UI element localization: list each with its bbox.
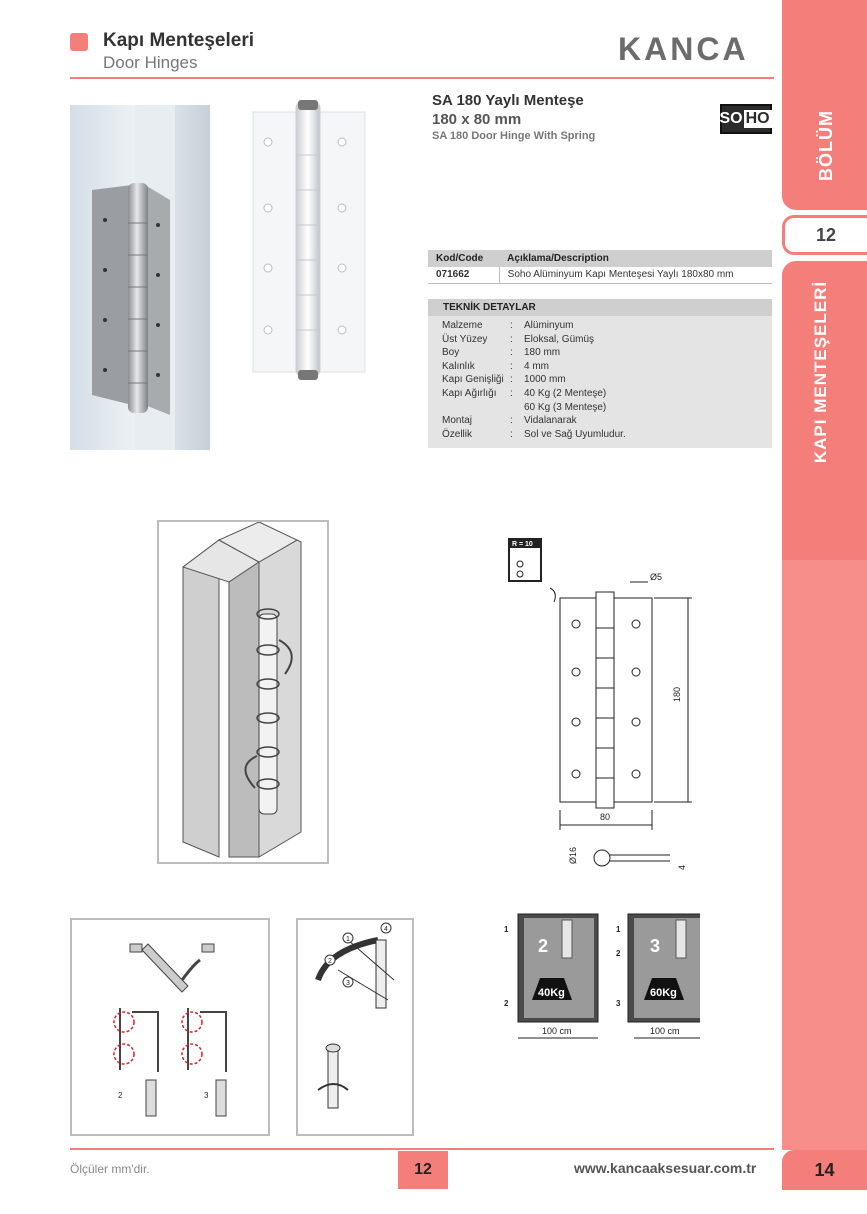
technical-details-panel: TEKNİK DETAYLAR Malzeme:Alüminyum Üst Yü… bbox=[428, 299, 772, 448]
door-1-marker-2: 2 bbox=[504, 999, 509, 1008]
step-2: 2 bbox=[328, 958, 332, 965]
thickness-dimension: 4 bbox=[677, 865, 687, 870]
sidebar-category-tab bbox=[782, 261, 867, 601]
tech-row: Boy:180 mm bbox=[442, 347, 561, 359]
product-description: Soho Alüminyum Kapı Menteşesi Yaylı 180x… bbox=[499, 267, 772, 284]
product-photo-mounted bbox=[70, 105, 210, 450]
product-code-table: Kod/Code Açıklama/Description 071662 Soh… bbox=[428, 250, 772, 284]
tech-row: Kapı Genişliği:1000 mm bbox=[442, 374, 566, 386]
footer-website-link[interactable]: www.kancaaksesuar.com.tr bbox=[574, 1160, 757, 1176]
door-1-weight: 40Kg bbox=[538, 987, 565, 999]
technical-drawing: R = 10 180 80 Ø5 Ø16 4 bbox=[508, 538, 692, 870]
pin-diameter: Ø5 bbox=[650, 572, 662, 582]
door-1-count: 2 bbox=[538, 936, 548, 956]
table-row: 071662 Soho Alüminyum Kapı Menteşesi Yay… bbox=[428, 267, 772, 284]
door-2-marker-2: 2 bbox=[616, 949, 621, 958]
door-1-marker-1: 1 bbox=[504, 925, 509, 934]
technical-details-title: TEKNİK DETAYLAR bbox=[428, 299, 772, 316]
product-name: SA 180 Yaylı Menteşe bbox=[432, 92, 584, 109]
install-label-3: 3 bbox=[204, 1091, 209, 1100]
step-1: 1 bbox=[346, 936, 350, 943]
door-2-weight: 60Kg bbox=[650, 987, 677, 999]
page-title: Kapı Menteşeleri bbox=[103, 30, 254, 51]
description-header: Açıklama/Description bbox=[499, 250, 772, 267]
sidebar-section-tab bbox=[782, 0, 867, 210]
product-photo-flat bbox=[252, 100, 366, 380]
tech-row: 60 Kg (3 Menteşe) bbox=[524, 401, 607, 413]
header-accent-square bbox=[70, 33, 88, 51]
installation-steps-illustration: 2 3 bbox=[113, 943, 227, 1117]
door-2-width: 100 cm bbox=[650, 1026, 680, 1036]
sidebar-page-number: 14 bbox=[782, 1150, 867, 1190]
door-2-count: 3 bbox=[650, 936, 660, 956]
sidebar-category-label: KAPI MENTEŞELERİ bbox=[811, 280, 830, 464]
installation-tension-box: 1 2 3 4 bbox=[296, 918, 414, 1136]
step-4: 4 bbox=[384, 926, 388, 933]
brand-logo: KANCA bbox=[618, 31, 749, 67]
header-divider bbox=[70, 77, 774, 79]
width-dimension: 80 bbox=[600, 812, 610, 822]
install-label-2: 2 bbox=[118, 1091, 123, 1100]
sidebar-fill bbox=[782, 560, 867, 1150]
door-2-marker-1: 1 bbox=[616, 925, 621, 934]
installation-steps-box: 2 3 bbox=[70, 918, 270, 1136]
isometric-hinge-illustration bbox=[181, 521, 302, 858]
tech-row: Malzeme:Alüminyum bbox=[442, 320, 574, 331]
door-weight-diagrams: 2 40Kg 1 2 100 cm 3 60Kg 1 2 3 100 cm bbox=[504, 913, 700, 1039]
tech-row: Kalınlık:4 mm bbox=[442, 360, 549, 372]
footer-divider bbox=[70, 1148, 774, 1150]
sidebar-section-number: 12 bbox=[782, 215, 867, 255]
footer-page-badge: 12 bbox=[398, 1151, 448, 1189]
product-size: 180 x 80 mm bbox=[432, 111, 522, 128]
tech-row: Özellik:Sol ve Sağ Uyumludur. bbox=[442, 428, 626, 440]
sidebar-section-label: BÖLÜM bbox=[815, 109, 836, 181]
page-subtitle: Door Hinges bbox=[103, 53, 198, 72]
footer-note: Ölçüler mm'dir. bbox=[70, 1162, 150, 1176]
door-2-marker-3: 3 bbox=[616, 999, 621, 1008]
product-code: 071662 bbox=[428, 267, 500, 284]
step-3: 3 bbox=[346, 980, 350, 987]
knuckle-diameter: Ø16 bbox=[568, 847, 578, 864]
radius-label: R = 10 bbox=[512, 541, 533, 548]
isometric-illustration-box bbox=[157, 520, 329, 864]
tech-row: Montaj:Vidalanarak bbox=[442, 415, 577, 427]
product-name-en: SA 180 Door Hinge With Spring bbox=[432, 130, 596, 142]
tech-row: Üst Yüzey:Eloksal, Gümüş bbox=[442, 333, 595, 345]
door-1-width: 100 cm bbox=[542, 1026, 572, 1036]
tension-adjust-illustration: 1 2 3 4 bbox=[315, 922, 395, 1109]
height-dimension: 180 bbox=[672, 687, 682, 702]
code-header: Kod/Code bbox=[428, 250, 500, 267]
tech-row: Kapı Ağırlığı:40 Kg (2 Menteşe) bbox=[442, 387, 607, 399]
